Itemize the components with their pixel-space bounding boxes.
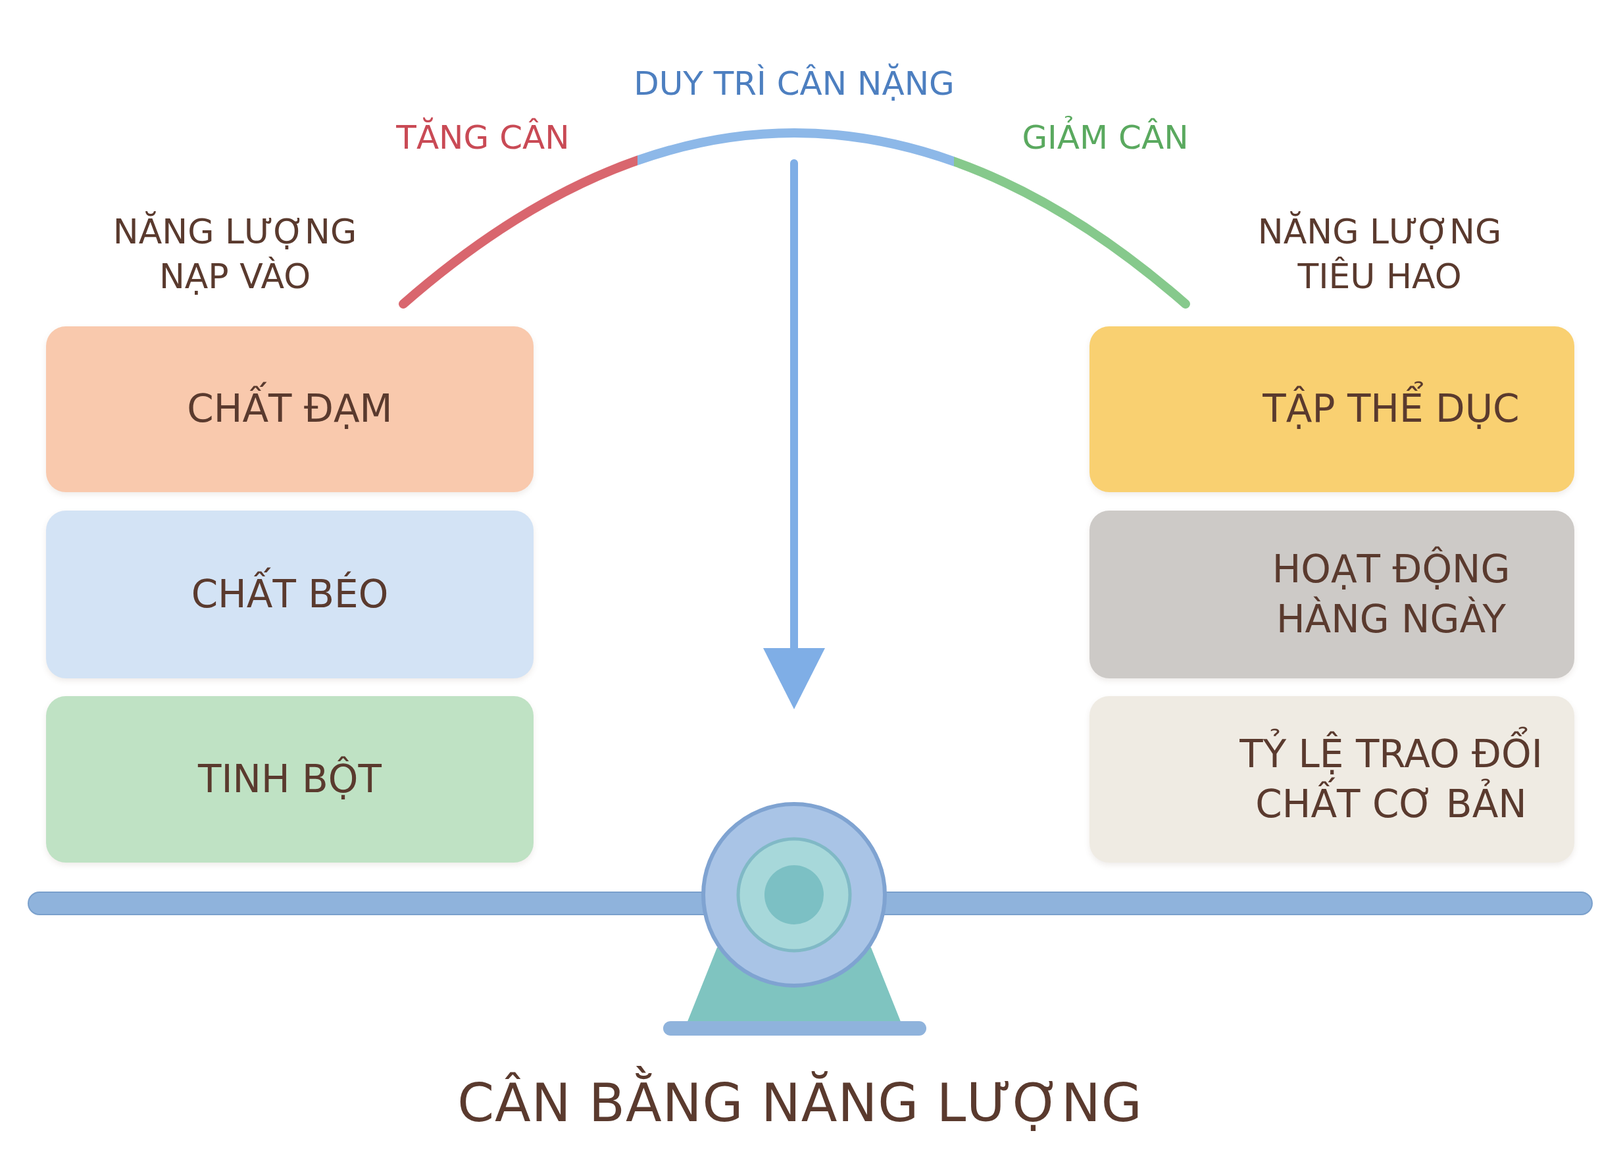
box-label: TỶ LỆ TRAO ĐỔI CHẤT CƠ BẢN bbox=[1207, 729, 1575, 829]
box-label: CHẤT BÉO bbox=[191, 569, 389, 620]
arc-label: GIẢM CÂN bbox=[940, 116, 1270, 160]
box-label: TẬP THỂ DỤC bbox=[1262, 384, 1520, 434]
side-heading: NĂNG LƯỢNG TIÊU HAO bbox=[1241, 209, 1518, 299]
pointer-arrow bbox=[790, 163, 799, 658]
loss-arc bbox=[953, 132, 1186, 304]
energy-box: CHẤT BÉO bbox=[46, 510, 534, 679]
box-label: CHẤT ĐẠM bbox=[186, 384, 393, 434]
energy-box: HOẠT ĐỘNG HÀNG NGÀY bbox=[1089, 510, 1575, 679]
box-label: TINH BỘT bbox=[198, 754, 382, 804]
base-plate bbox=[663, 1021, 927, 1036]
gain-arc bbox=[403, 132, 638, 304]
energy-box: TẬP THỂ DỤC bbox=[1089, 326, 1575, 493]
energy-box: CHẤT ĐẠM bbox=[46, 326, 534, 493]
diagram-title: CÂN BẰNG NĂNG LƯỢNG bbox=[0, 1072, 1600, 1134]
pivot-outer bbox=[703, 803, 885, 986]
energy-box: TỶ LỆ TRAO ĐỔI CHẤT CƠ BẢN bbox=[1089, 696, 1575, 863]
pointer-head bbox=[763, 648, 825, 710]
pivot-center bbox=[764, 865, 824, 925]
arc-label: DUY TRÌ CÂN NẶNG bbox=[530, 62, 1058, 106]
box-label: HOẠT ĐỘNG HÀNG NGÀY bbox=[1246, 544, 1537, 645]
side-heading: NĂNG LƯỢNG NẠP VÀO bbox=[96, 209, 374, 299]
arc-label: TĂNG CÂN bbox=[318, 116, 648, 160]
energy-box: TINH BỘT bbox=[46, 696, 534, 863]
pivot-inner bbox=[738, 838, 850, 951]
